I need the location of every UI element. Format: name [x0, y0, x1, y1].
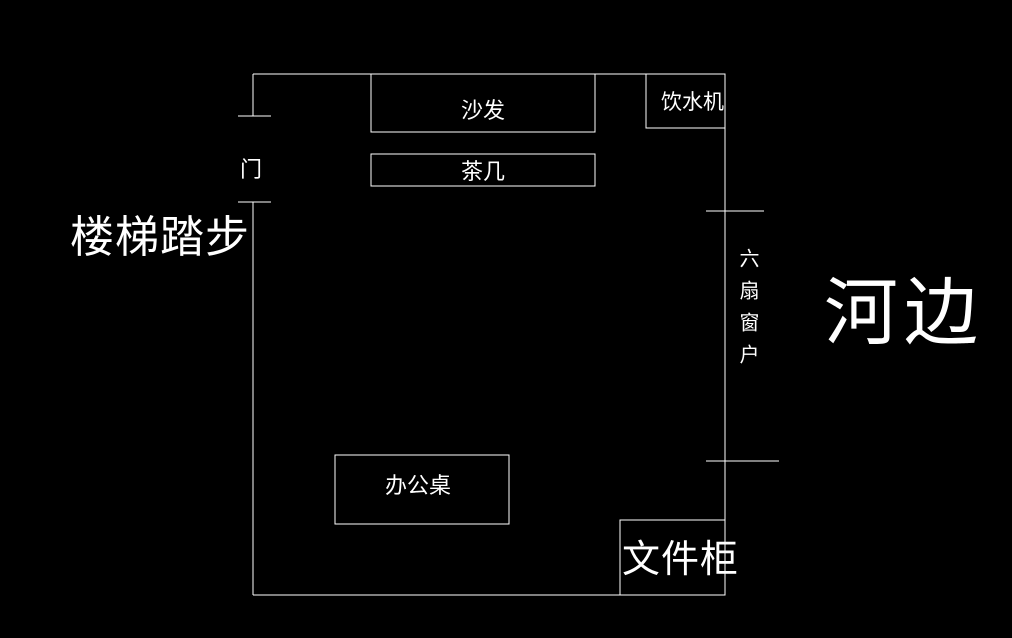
door-label: 门: [240, 158, 263, 183]
sofa-box: [370, 73, 596, 133]
tea-table-box: [370, 153, 596, 187]
tea-table-label: 茶几: [461, 160, 506, 185]
water-dispenser-box: [645, 73, 726, 129]
file-cabinet-label: 文件柜: [622, 537, 740, 581]
sofa-label: 沙发: [461, 99, 506, 124]
file-cabinet-box: [619, 519, 726, 596]
stairs-label: 楼梯踏步: [70, 212, 250, 263]
desk-box: [334, 454, 510, 525]
riverside-label: 河边: [824, 270, 984, 356]
water-dispenser-label: 饮水机: [661, 90, 724, 114]
window-label: 六扇窗户: [736, 248, 760, 376]
desk-label: 办公桌: [385, 474, 452, 499]
